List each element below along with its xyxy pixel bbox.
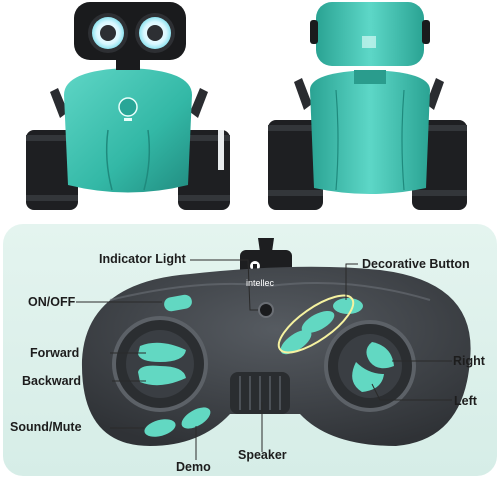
brand-label: intellec (246, 278, 275, 288)
robot-front-view (26, 2, 230, 210)
robot-body (64, 68, 192, 193)
speaker-grille (230, 372, 290, 414)
left-label: Left (454, 394, 477, 408)
left-arm (294, 78, 312, 110)
decorative-highlight-ring (277, 294, 355, 354)
indicator-light (258, 302, 274, 318)
robot-head (316, 2, 424, 66)
left-button[interactable] (352, 362, 384, 392)
right-arm (190, 88, 208, 118)
sound-mute-label: Sound/Mute (10, 420, 82, 434)
right-tread (178, 130, 230, 210)
robot-body (310, 70, 430, 194)
left-arm (50, 88, 68, 118)
callout-lines (76, 259, 452, 460)
right-button[interactable] (366, 342, 394, 369)
indicator-light-label: Indicator Light (99, 252, 186, 266)
forward-button[interactable] (138, 342, 186, 362)
backward-label: Backward (22, 374, 82, 388)
speaker-label: Speaker (238, 448, 287, 462)
decorative-button-label: Decorative Button (362, 257, 470, 271)
robot-logo (118, 97, 138, 117)
left-tread (26, 130, 78, 210)
forward-label: Forward (30, 346, 80, 360)
on-off-button[interactable] (163, 294, 193, 313)
remote-controller (81, 238, 471, 446)
decorative-button-top[interactable] (333, 298, 363, 314)
left-tread (268, 120, 323, 210)
decorative-button-bottom[interactable] (277, 325, 316, 359)
robot-back-view (268, 2, 467, 210)
right-arm (426, 78, 444, 110)
backward-button[interactable] (138, 365, 186, 386)
demo-button[interactable] (178, 403, 214, 433)
sound-mute-button[interactable] (142, 416, 177, 440)
demo-label: Demo (176, 460, 211, 474)
right-label: Right (453, 354, 485, 368)
decorative-button-middle[interactable] (298, 306, 337, 337)
on-off-label: ON/OFF (28, 295, 76, 309)
